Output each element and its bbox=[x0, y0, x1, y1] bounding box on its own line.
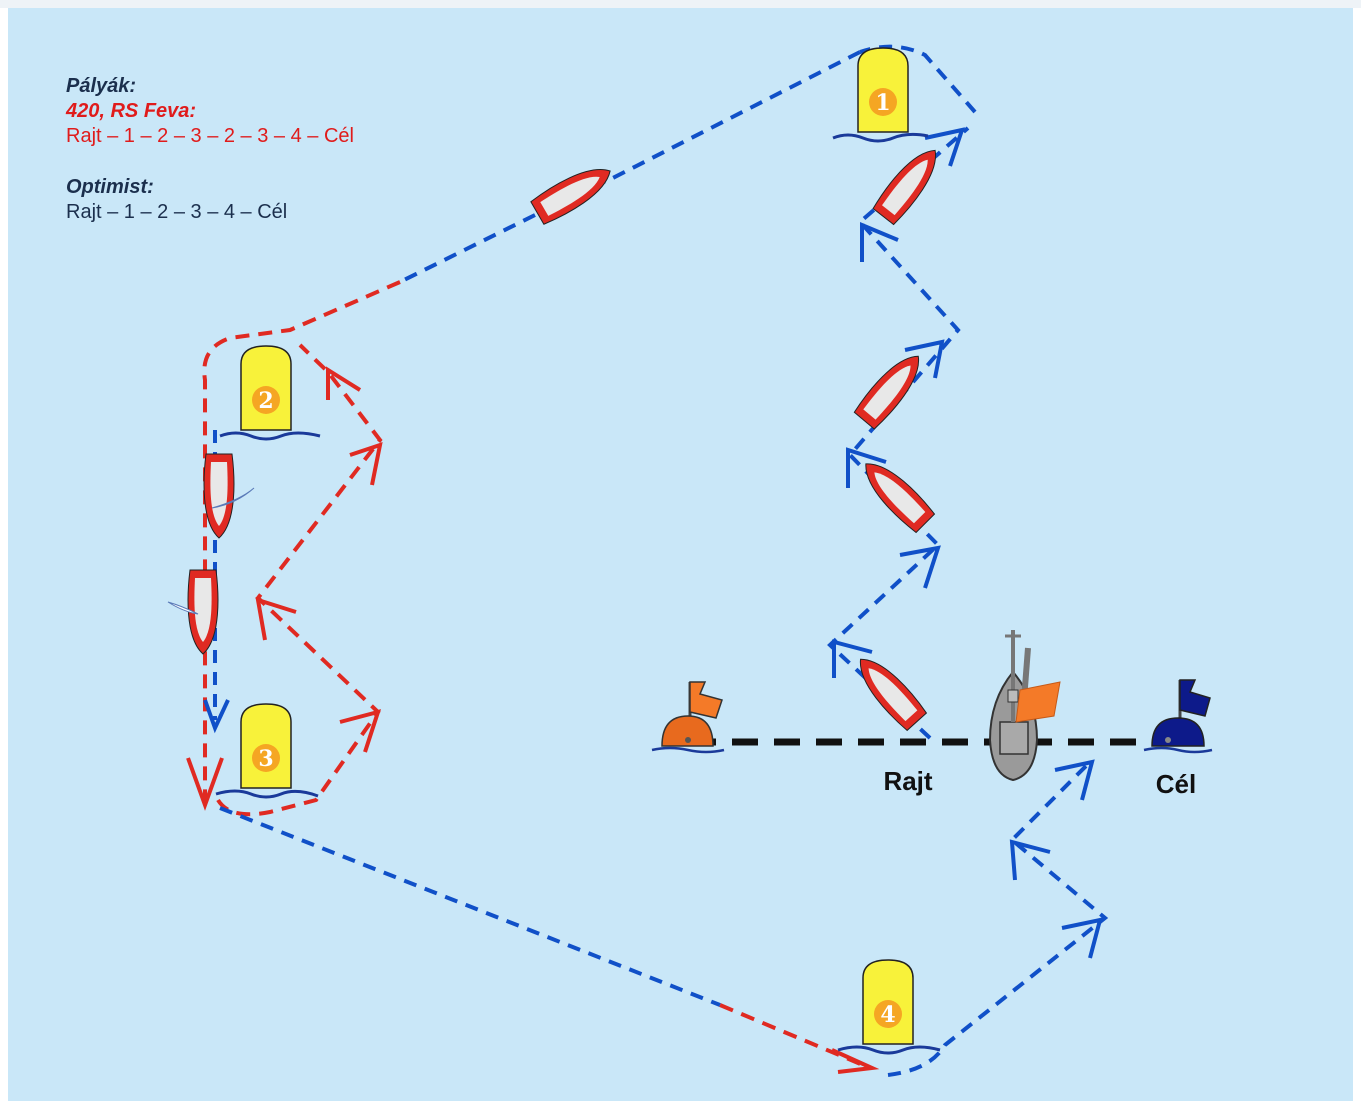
finish-buoy bbox=[1143, 679, 1213, 754]
mark-1-number: 1 bbox=[875, 90, 890, 116]
boat bbox=[530, 169, 611, 225]
legend: Pályák: 420, RS Feva: Rajt – 1 – 2 – 3 –… bbox=[66, 74, 354, 225]
blue-arrowheads bbox=[203, 127, 1103, 959]
red-arrowheads bbox=[186, 366, 880, 1074]
boats bbox=[167, 149, 936, 732]
legend-group2-title: Optimist: bbox=[66, 176, 154, 198]
legend-group1-route: Rajt – 1 – 2 – 3 – 2 – 3 – 4 – Cél bbox=[66, 125, 354, 147]
finish-label: Cél bbox=[1156, 769, 1196, 799]
boat-sail bbox=[167, 601, 199, 615]
frame-top bbox=[0, 0, 1361, 8]
red-route-1-to-2 bbox=[202, 280, 401, 800]
water-background bbox=[8, 8, 1353, 1101]
boat bbox=[203, 453, 235, 539]
mark-4-buoy: 4 bbox=[837, 959, 941, 1055]
blue-route-3-to-4 bbox=[219, 806, 721, 1007]
legend-spacer bbox=[66, 149, 354, 175]
boat bbox=[872, 149, 936, 226]
blue-route-start-to-1 bbox=[827, 126, 970, 740]
mark-2-number: 2 bbox=[258, 388, 273, 414]
boat bbox=[853, 355, 919, 430]
blue-route-4-to-finish bbox=[887, 760, 1109, 1077]
boat bbox=[865, 463, 936, 534]
start-buoy bbox=[651, 681, 725, 754]
legend-group2-route: Rajt – 1 – 2 – 3 – 4 – Cél bbox=[66, 201, 288, 223]
boat bbox=[860, 658, 928, 732]
committee-boat bbox=[988, 630, 1061, 782]
red-route bbox=[202, 280, 871, 1070]
mark-3-buoy: 3 bbox=[215, 703, 319, 799]
legend-group1-title: 420, RS Feva: bbox=[66, 100, 197, 122]
boat-sail bbox=[211, 487, 255, 509]
mark-1-buoy: 1 bbox=[832, 47, 929, 143]
start-label: Rajt bbox=[883, 766, 932, 796]
blue-route-around-1 bbox=[859, 44, 977, 114]
boat bbox=[187, 569, 219, 655]
mark-3-number: 3 bbox=[258, 746, 273, 772]
mark-2-buoy: 2 bbox=[219, 345, 321, 441]
red-route-3-to-4 bbox=[719, 1003, 871, 1070]
mark-4-number: 4 bbox=[880, 1002, 895, 1028]
blue-route-1-to-2 bbox=[399, 50, 861, 284]
red-route-2-to-3-upwind bbox=[216, 343, 383, 817]
legend-title: Pályák: bbox=[66, 75, 137, 97]
